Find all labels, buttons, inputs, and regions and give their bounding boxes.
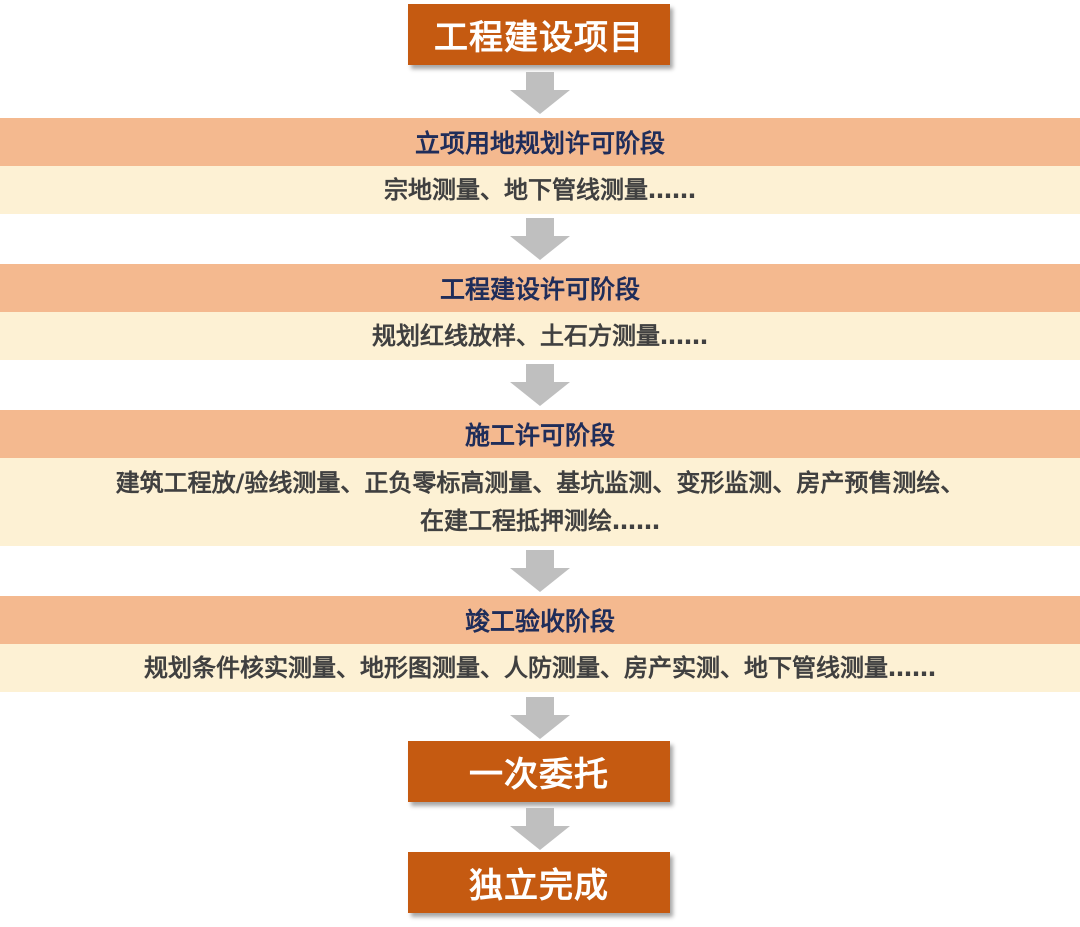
complete-box: 独立完成: [408, 852, 670, 913]
down-arrow-icon: [510, 218, 570, 260]
down-arrow-icon: [510, 364, 570, 406]
commission-label: 一次委托: [469, 755, 609, 795]
start-box: 工程建设项目: [408, 4, 670, 65]
stage-2-title: 工程建设许可阶段: [0, 264, 1080, 312]
stage-3-title: 施工许可阶段: [0, 410, 1080, 458]
down-arrow-icon: [510, 550, 570, 592]
stage-4-body: 规划条件核实测量、地形图测量、人防测量、房产实测、地下管线测量……: [0, 644, 1080, 692]
down-arrow-icon: [510, 808, 570, 850]
commission-box: 一次委托: [408, 741, 670, 802]
complete-label: 独立完成: [469, 866, 609, 906]
start-label: 工程建设项目: [434, 18, 644, 58]
stage-1-body: 宗地测量、地下管线测量……: [0, 166, 1080, 214]
stage-4-title: 竣工验收阶段: [0, 596, 1080, 644]
stage-1-title: 立项用地规划许可阶段: [0, 118, 1080, 166]
down-arrow-icon: [510, 72, 570, 114]
stage-2-body: 规划红线放样、土石方测量……: [0, 312, 1080, 360]
stage-3-body: 建筑工程放/验线测量、正负零标高测量、基坑监测、变形监测、房产预售测绘、 在建工…: [0, 458, 1080, 546]
down-arrow-icon: [510, 697, 570, 739]
